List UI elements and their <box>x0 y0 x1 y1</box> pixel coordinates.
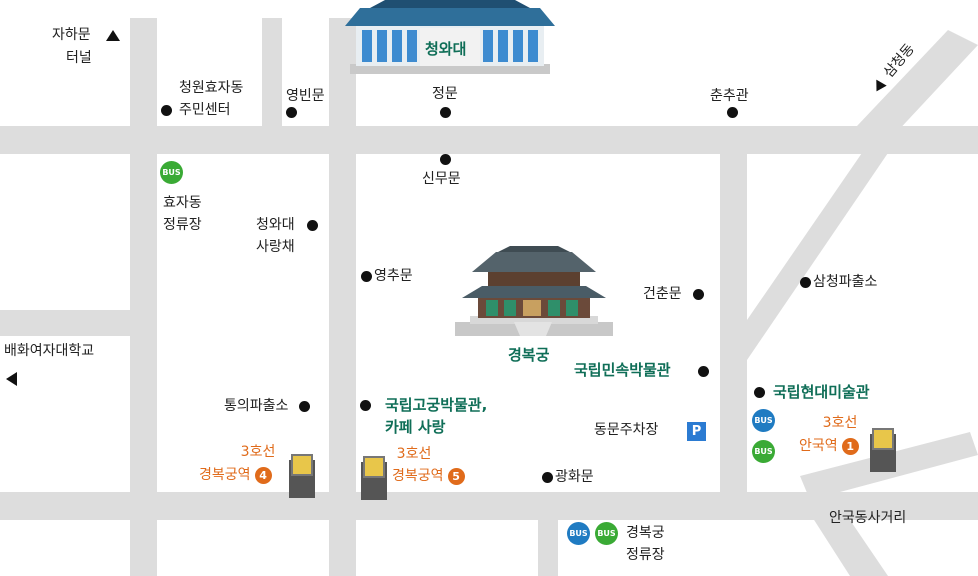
jeongmun-marker <box>440 107 451 118</box>
sinmumun-marker <box>440 154 451 165</box>
sinmumun-label: 신무문 <box>422 171 461 187</box>
folk-museum-label: 국립민속박물관 <box>574 361 671 379</box>
tongui-police-marker <box>299 401 310 412</box>
gwanghwamun-label: 광화문 <box>555 469 594 485</box>
station-line-label: 3호선 <box>822 415 858 431</box>
mmca-label: 국립현대미술관 <box>773 383 870 401</box>
yeongbinmun-label: 영빈문 <box>286 88 325 104</box>
roads <box>0 18 978 576</box>
geonchunmun-marker <box>693 289 704 300</box>
sarangchae-label-2: 사랑채 <box>256 239 295 255</box>
gyeongbokgung-building-icon <box>455 246 613 336</box>
palace-museum-marker <box>360 400 371 411</box>
mmca-marker <box>754 387 765 398</box>
cheongwon-marker <box>161 105 172 116</box>
bus-icon: BUS <box>752 440 775 463</box>
chunchugwan-marker <box>727 107 738 118</box>
exit-number-badge: 4 <box>254 466 272 484</box>
ewha-univ-label: 배화여자대학교 <box>4 343 95 359</box>
parking-icon: P <box>687 422 706 441</box>
bus-icon: BUS <box>160 161 183 184</box>
jahamun-label: 자하문 <box>52 27 91 43</box>
yeongchumun-marker <box>361 271 372 282</box>
bus-icon: BUS <box>595 522 618 545</box>
station-line-label: 3호선 <box>396 446 432 462</box>
palace-museum-label-2: 카페 사랑 <box>385 418 446 436</box>
anguk-intersection-label: 안국동사거리 <box>829 510 907 526</box>
cheongwadae-building-icon <box>345 0 555 74</box>
dongmun-parking-label: 동문주차장 <box>594 422 659 438</box>
folk-museum-marker <box>698 366 709 377</box>
direction-left-icon <box>6 372 17 386</box>
gyeongbokgung-label: 경복궁 <box>508 346 550 364</box>
tongui-police-label: 통의파출소 <box>224 398 289 414</box>
cheongwon-label-2: 주민센터 <box>179 102 231 118</box>
cheongwadae-label: 청와대 <box>425 40 467 58</box>
yeongbinmun-marker <box>286 107 297 118</box>
jahamun-label-2: 터널 <box>66 50 92 66</box>
sarangchae-label: 청와대 <box>256 217 295 233</box>
gyeongbok-stop-label: 경복궁 <box>626 525 665 541</box>
station-name-text: 안국역 <box>799 438 838 454</box>
cheongwon-label: 청원효자동 <box>179 80 244 96</box>
hyojadong-stop-label: 효자동 <box>163 195 202 211</box>
station-entrance-icon <box>870 428 896 472</box>
sarangchae-marker <box>307 220 318 231</box>
samcheong-police-marker <box>800 277 811 288</box>
direction-up-icon <box>106 30 120 41</box>
station-name-text: 경복궁역 <box>199 467 251 483</box>
hyojadong-stop-label-2: 정류장 <box>163 217 202 233</box>
yeongchumun-label: 영추문 <box>374 268 413 284</box>
jeongmun-label: 정문 <box>432 86 458 102</box>
gwanghwamun-marker <box>542 472 553 483</box>
samcheong-police-label: 삼청파출소 <box>813 274 878 290</box>
station-entrance-icon <box>361 456 387 500</box>
station-entrance-icon <box>289 454 315 498</box>
bus-icon: BUS <box>752 409 775 432</box>
chunchugwan-label: 춘추관 <box>710 88 749 104</box>
gyeongbok-stop-label-2: 정류장 <box>626 547 665 563</box>
geonchunmun-label: 건춘문 <box>643 286 682 302</box>
station-line-label: 3호선 <box>240 444 276 460</box>
palace-museum-label: 국립고궁박물관, <box>385 396 488 414</box>
exit-number-badge: 1 <box>841 437 859 455</box>
exit-number-badge: 5 <box>447 467 465 485</box>
bus-icon: BUS <box>567 522 590 545</box>
station-name-text: 경복궁역 <box>392 468 444 484</box>
